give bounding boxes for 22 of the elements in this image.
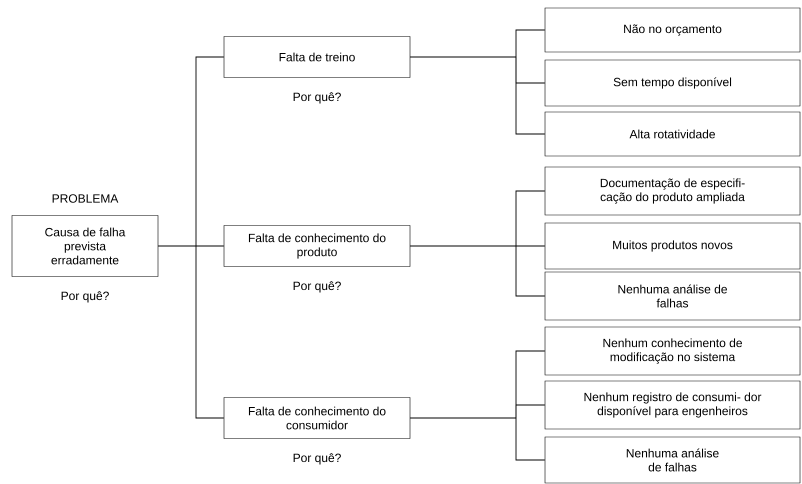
cause-box: Muitos produtos novos [544,222,800,270]
question-text: Por quê? [294,281,341,292]
cause-box: Sem tempo disponível [544,60,800,106]
cause-box: Nenhum registro de consumi- dor disponível para engenheiros [544,380,800,430]
cause-box: Causa de falha prevista erradamente [12,215,158,277]
connector-line [410,418,546,460]
connector-line [158,246,224,418]
question-text: Por quê? [294,92,341,104]
question-text: Por quê? [62,291,109,302]
cause-box: Nenhuma análise de falhas [544,436,800,484]
question-text: Por quê? [294,453,341,464]
cause-box: Falta de conhecimento do consumidor [224,397,410,439]
heading: PROBLEMA [52,194,118,203]
cause-box: Falta de conhecimento do produto [224,225,410,267]
cause-box: Não no orçamento [544,8,800,52]
cause-box: Documentação de especifi- cação do produto ampliada [544,166,800,216]
connector-line [410,246,546,296]
connector-line [410,56,546,134]
cause-box: Alta rotatividade [544,112,800,156]
cause-box: Nenhum conhecimento de modificação no sistema [544,326,800,376]
cause-box: Falta de treino [224,36,410,78]
cause-box: Nenhuma análise de falhas [544,272,800,320]
